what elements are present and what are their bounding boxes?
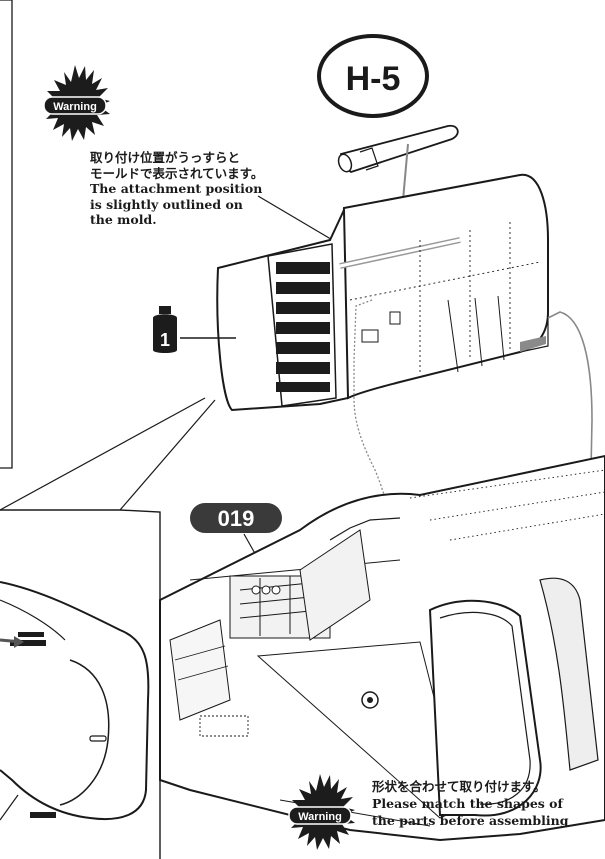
guide-line-left	[353, 299, 405, 700]
warning-badge-top-label: Warning	[53, 101, 97, 113]
note-line: the parts before assembling	[372, 813, 569, 828]
step-badge-label: 019	[218, 506, 255, 531]
note-line: is slightly outlined on	[90, 196, 243, 212]
warning-badge-top: Warning	[43, 65, 110, 141]
note-line: モールドで表示されています。	[90, 165, 264, 181]
note-line: 取り付け位置がうっすらと	[90, 150, 241, 165]
note-line: the mold.	[90, 212, 157, 227]
part-id-label: H-5	[346, 60, 401, 98]
note-line: 形状を合わせて取り付けます。	[372, 779, 546, 794]
step-badge-019: 019	[190, 503, 282, 533]
previous-panel-border	[0, 0, 13, 469]
warning-badge-bottom: Warning	[288, 774, 355, 850]
part-id-h5: H-5	[317, 34, 429, 118]
note-line: Please match the shapes of	[372, 796, 563, 811]
detail-intake-part	[0, 581, 150, 821]
warning-badge-bottom-label: Warning	[298, 811, 342, 823]
part-h5-rod	[337, 124, 459, 173]
fuselage-assembly	[159, 454, 605, 842]
warning-note-top: 取り付け位置がうっすらと モールドで表示されています。 The attachme…	[90, 150, 263, 228]
engine-cowling-part	[216, 173, 549, 412]
paint-number: 1	[160, 330, 170, 350]
warning-note-bottom: 形状を合わせて取り付けます。 Please match the shapes o…	[372, 778, 568, 829]
paint-bottle-icon: 1	[153, 306, 177, 353]
note-line: The attachment position	[90, 181, 263, 196]
